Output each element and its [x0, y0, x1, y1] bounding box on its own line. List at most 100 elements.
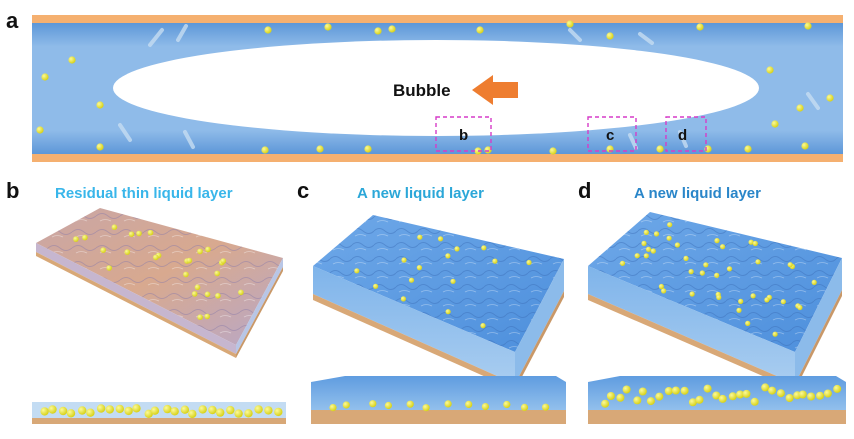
particle — [216, 408, 225, 417]
particle — [752, 240, 758, 247]
particle — [787, 262, 793, 268]
section-c-substrate — [311, 410, 566, 424]
particle — [656, 145, 664, 153]
particle — [761, 383, 770, 392]
particle — [484, 146, 492, 154]
particle — [526, 259, 532, 266]
slab-c-side-left — [313, 266, 515, 384]
particle — [465, 400, 473, 408]
slab-d-particles — [619, 222, 817, 337]
particle — [703, 262, 709, 268]
particle — [683, 255, 689, 261]
particle — [406, 400, 414, 408]
particle — [234, 409, 243, 418]
particle — [100, 247, 106, 253]
particle — [163, 404, 172, 414]
particle — [197, 314, 203, 321]
particle — [197, 248, 203, 255]
particle — [205, 246, 211, 253]
particle — [689, 291, 695, 297]
particle — [194, 284, 201, 291]
particle — [633, 396, 642, 405]
particle — [638, 387, 647, 396]
particle — [170, 407, 179, 416]
particle — [186, 257, 193, 264]
panel-a: a b c d Bubble — [6, 8, 843, 162]
particle — [766, 66, 774, 74]
particle — [699, 270, 705, 276]
inset-box-b — [435, 116, 492, 152]
particle — [748, 239, 754, 245]
panel-b: b Residual thin liquid layer — [6, 178, 286, 424]
slab-c-substrate — [313, 294, 515, 390]
particle — [658, 283, 665, 290]
bubble-label: Bubble — [393, 81, 451, 100]
section-c-liquid — [311, 376, 566, 418]
particle — [667, 222, 673, 228]
particle — [115, 404, 125, 414]
particle — [96, 143, 104, 151]
channel-top-wall — [32, 15, 843, 23]
particle — [450, 278, 456, 284]
particle — [417, 234, 423, 240]
inset-box-d-label: d — [678, 127, 687, 144]
particle — [718, 394, 727, 403]
particle — [422, 404, 430, 412]
particle — [661, 288, 667, 294]
particle — [798, 390, 807, 399]
panel-c: c A new liquid layer — [297, 178, 566, 424]
particle — [801, 142, 809, 150]
particle — [606, 392, 615, 400]
panel-letter-a: a — [6, 8, 19, 33]
particle — [703, 384, 712, 393]
particle — [364, 145, 372, 153]
particle — [712, 391, 721, 400]
inset-box-b-label: b — [459, 127, 468, 144]
particle — [664, 387, 673, 395]
particle — [261, 146, 269, 154]
particle — [811, 279, 817, 285]
particle — [244, 409, 253, 418]
particle — [768, 386, 777, 395]
particle — [826, 94, 834, 102]
particle — [254, 405, 263, 414]
slab-d-side-right — [795, 258, 842, 384]
particle — [772, 331, 778, 337]
particle — [634, 253, 640, 259]
particle — [680, 386, 689, 395]
particle — [342, 401, 350, 409]
panel-letter-d: d — [578, 178, 591, 203]
particle — [714, 238, 720, 244]
slab-b-substrate — [36, 252, 236, 358]
particle — [646, 397, 655, 406]
inset-box-c — [587, 116, 637, 152]
particle — [153, 254, 159, 261]
particle — [73, 236, 79, 242]
section-b-particles — [40, 404, 283, 419]
particle — [373, 283, 379, 289]
particle — [316, 145, 324, 153]
particle — [445, 253, 451, 259]
particle — [215, 293, 221, 299]
particle — [78, 406, 87, 415]
particle — [58, 406, 68, 416]
particle — [124, 406, 133, 416]
particle — [204, 313, 210, 320]
particle — [274, 407, 283, 417]
particle — [388, 25, 396, 33]
particle — [750, 293, 756, 299]
section-c-particles — [329, 400, 550, 412]
particle — [329, 404, 337, 412]
particle — [454, 246, 460, 252]
particle — [520, 403, 529, 411]
particle — [150, 406, 160, 415]
slab-b-side-right — [236, 258, 283, 354]
slab-d-substrate — [588, 294, 795, 390]
particle — [191, 291, 198, 297]
particle — [476, 26, 484, 34]
particle — [549, 147, 557, 155]
particle — [804, 22, 812, 30]
particle — [816, 391, 824, 400]
section-d-substrate — [588, 410, 846, 424]
